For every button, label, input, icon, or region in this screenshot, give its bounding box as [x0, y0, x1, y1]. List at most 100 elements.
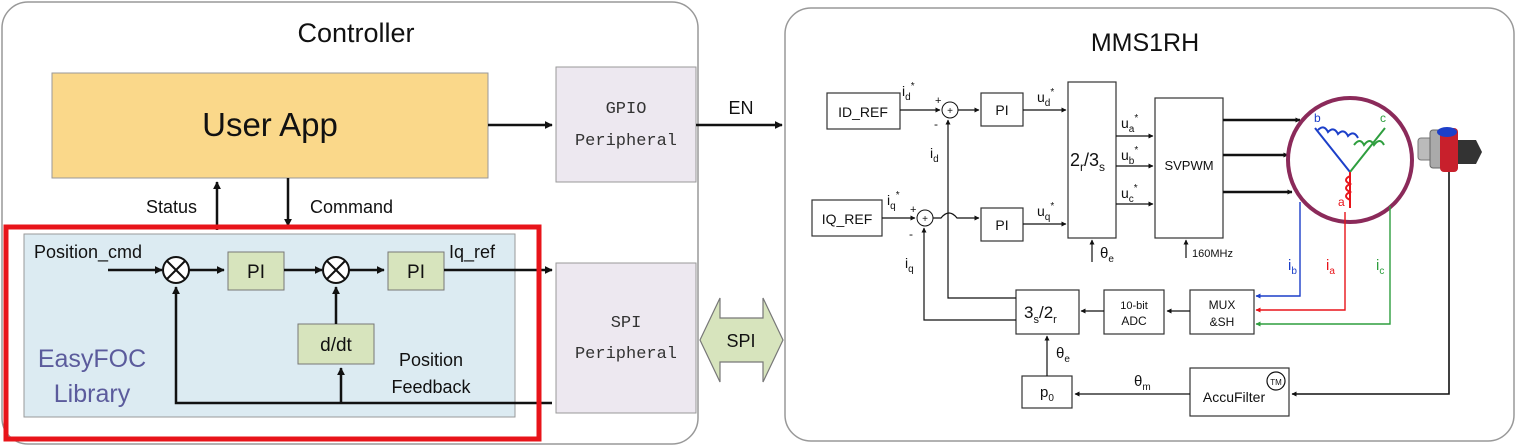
svg-text:-: - — [909, 227, 913, 241]
svg-text:+: + — [922, 214, 928, 225]
id-feedback-line — [945, 119, 1016, 299]
ib-feedback-line — [1255, 202, 1301, 299]
easyfoc-library: Position_cmd PI PI Iq_ref d/dt Easy — [23, 233, 553, 418]
iq-ref-box — [811, 199, 883, 237]
pi-block-2-label: PI — [407, 262, 425, 283]
svg-text:id: id — [930, 145, 939, 165]
theta-e-label-1: θ — [1100, 245, 1108, 262]
motor-icon: b c a — [1286, 96, 1414, 224]
p0-box — [1021, 375, 1073, 409]
transform-2r-3s-box — [1067, 81, 1117, 239]
id-label: i — [930, 145, 933, 161]
gpio-label-line1: GPIO — [606, 100, 647, 119]
svg-text:θe: θe — [1056, 345, 1070, 365]
svg-text:id*: id* — [902, 81, 915, 103]
svg-text:uq*: uq* — [1037, 201, 1054, 223]
gpio-label-line2: Peripheral — [575, 132, 677, 151]
adc-label-line2: ADC — [1121, 314, 1147, 328]
svg-text:θe: θe — [1100, 245, 1114, 265]
transform-3s-2r-box — [1015, 289, 1080, 335]
user-app-box — [51, 72, 489, 179]
coil-a-label: a — [1338, 195, 1345, 209]
adc-label-line1: 10-bit — [1120, 300, 1148, 312]
pi-q-label: PI — [995, 217, 1008, 233]
iq-ref-label: Iq_ref — [449, 242, 496, 263]
status-label: Status — [146, 197, 197, 217]
ib-label: i — [1288, 257, 1291, 274]
svg-text:ib: ib — [1288, 257, 1297, 277]
theta-e-label-2: θ — [1056, 345, 1064, 362]
summing-junction-2 — [322, 256, 350, 284]
spi-peripheral-box — [555, 262, 697, 414]
accufilter-label: AccuFilter — [1203, 389, 1266, 405]
position-feedback-line — [172, 286, 552, 405]
ic-label: i — [1376, 257, 1379, 274]
svg-text:3s/2r: 3s/2r — [1024, 303, 1057, 326]
pi-block-1 — [227, 251, 285, 291]
spi-peripheral-line1: SPI — [611, 314, 642, 333]
coil-b-label: b — [1314, 111, 1321, 125]
spi-link-arrow — [699, 297, 784, 383]
svg-text:ic: ic — [1376, 257, 1384, 277]
svpwm-label: SVPWM — [1164, 158, 1213, 173]
ddt-label: d/dt — [320, 335, 352, 356]
svg-text:+: + — [910, 204, 916, 216]
pi-d-label: PI — [995, 102, 1008, 118]
svg-text:ia: ia — [1326, 257, 1335, 277]
uq-star-label: u — [1037, 203, 1045, 219]
encoder-icon — [1417, 127, 1482, 172]
command-label: Command — [310, 197, 393, 217]
summing-junction-1 — [162, 256, 190, 284]
iq-star-label: i — [887, 192, 890, 208]
user-app-label: User App — [202, 106, 338, 143]
ia-feedback-line — [1255, 212, 1346, 313]
uc-label: u — [1121, 185, 1129, 201]
transform-3s-2r-label: 3 — [1024, 303, 1033, 322]
theta-m-label: θ — [1134, 373, 1142, 390]
svg-text:2r/3s: 2r/3s — [1070, 150, 1105, 174]
coil-c-label: c — [1380, 111, 1386, 125]
mux-label-line2: &SH — [1210, 315, 1235, 329]
iq-feedback-line — [921, 227, 1016, 321]
iq-ref-box-label: IQ_REF — [822, 211, 873, 227]
trademark-label: TM — [1270, 378, 1282, 387]
svpwm-box — [1154, 97, 1224, 239]
pi-q-box — [980, 207, 1024, 242]
svg-text:θm: θm — [1134, 373, 1151, 393]
encoder-feedback-line — [1291, 172, 1450, 397]
spi-link-label: SPI — [726, 331, 755, 351]
trademark-badge — [1266, 371, 1286, 391]
mux-box — [1189, 289, 1255, 335]
svpwm-clock-label: 160MHz — [1192, 248, 1233, 260]
feedback-label-line2: Feedback — [391, 377, 471, 397]
svg-text:iq: iq — [905, 255, 914, 275]
adc-box — [1103, 289, 1165, 335]
easyfoc-highlight-frame — [3, 224, 542, 442]
svg-text:ud*: ud* — [1037, 87, 1054, 109]
svg-text:uc*: uc* — [1121, 183, 1138, 205]
ub-label: u — [1121, 147, 1129, 163]
id-star-label: i — [902, 83, 905, 99]
iq-label: i — [905, 255, 908, 271]
en-label: EN — [728, 98, 753, 118]
pi-d-box — [980, 92, 1024, 127]
p0-label: p — [1040, 384, 1048, 401]
ud-star-label: u — [1037, 89, 1045, 105]
easyfoc-name-line2: Library — [54, 380, 131, 408]
transform-2r-3s-label: 2 — [1070, 150, 1080, 170]
ua-label: u — [1121, 115, 1129, 131]
id-ref-label: ID_REF — [838, 104, 888, 120]
gpio-peripheral-box — [555, 66, 697, 183]
spi-peripheral-line2: Peripheral — [575, 345, 677, 364]
svg-text:iq*: iq* — [887, 190, 900, 212]
svg-text:+: + — [935, 95, 941, 107]
ddt-block — [297, 323, 375, 365]
pi-block-1-label: PI — [247, 262, 265, 283]
svg-text:ua*: ua* — [1121, 113, 1138, 135]
ic-feedback-line — [1255, 206, 1391, 327]
svg-text:-: - — [934, 117, 938, 131]
svg-text:p0: p0 — [1040, 384, 1054, 404]
feedback-label-line1: Position — [399, 350, 463, 370]
easyfoc-name-line1: EasyFOC — [38, 345, 146, 373]
